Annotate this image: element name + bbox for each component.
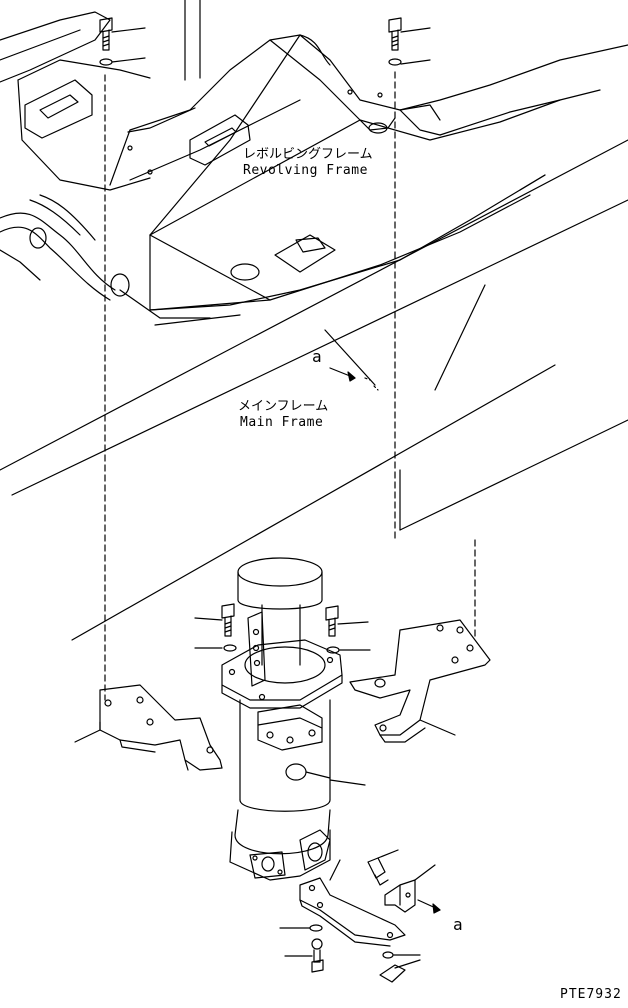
lower-bolt-flange — [367, 849, 399, 886]
main-frame-outline — [0, 139, 628, 641]
view-ref-top: a — [312, 347, 322, 366]
hose-clip — [379, 951, 421, 983]
revolving-frame — [0, 0, 628, 326]
revolving-frame-label-ja: レボルビングフレーム — [243, 147, 373, 162]
view-ref-bottom: a — [453, 915, 463, 934]
alignment-lines — [104, 71, 476, 701]
main-frame-label-ja: メインフレーム — [238, 399, 328, 414]
clamp — [384, 864, 436, 913]
view-arrow-top — [329, 367, 379, 391]
left-mounting-bracket — [74, 684, 223, 771]
bottom-bolt — [279, 924, 324, 973]
drawing-code: PTE7932 — [560, 987, 622, 1002]
lower-bracket — [299, 859, 406, 947]
view-arrow-bottom — [417, 899, 441, 914]
swivel-joint — [221, 557, 366, 881]
revolving-frame-label-en: Revolving Frame — [243, 163, 368, 178]
top-left-bolt — [99, 17, 146, 66]
mid-left-bolt — [194, 603, 237, 652]
right-mounting-bracket — [349, 619, 491, 743]
top-right-bolt — [388, 17, 431, 66]
main-frame-label-en: Main Frame — [240, 415, 323, 430]
mid-right-bolt — [325, 605, 371, 654]
